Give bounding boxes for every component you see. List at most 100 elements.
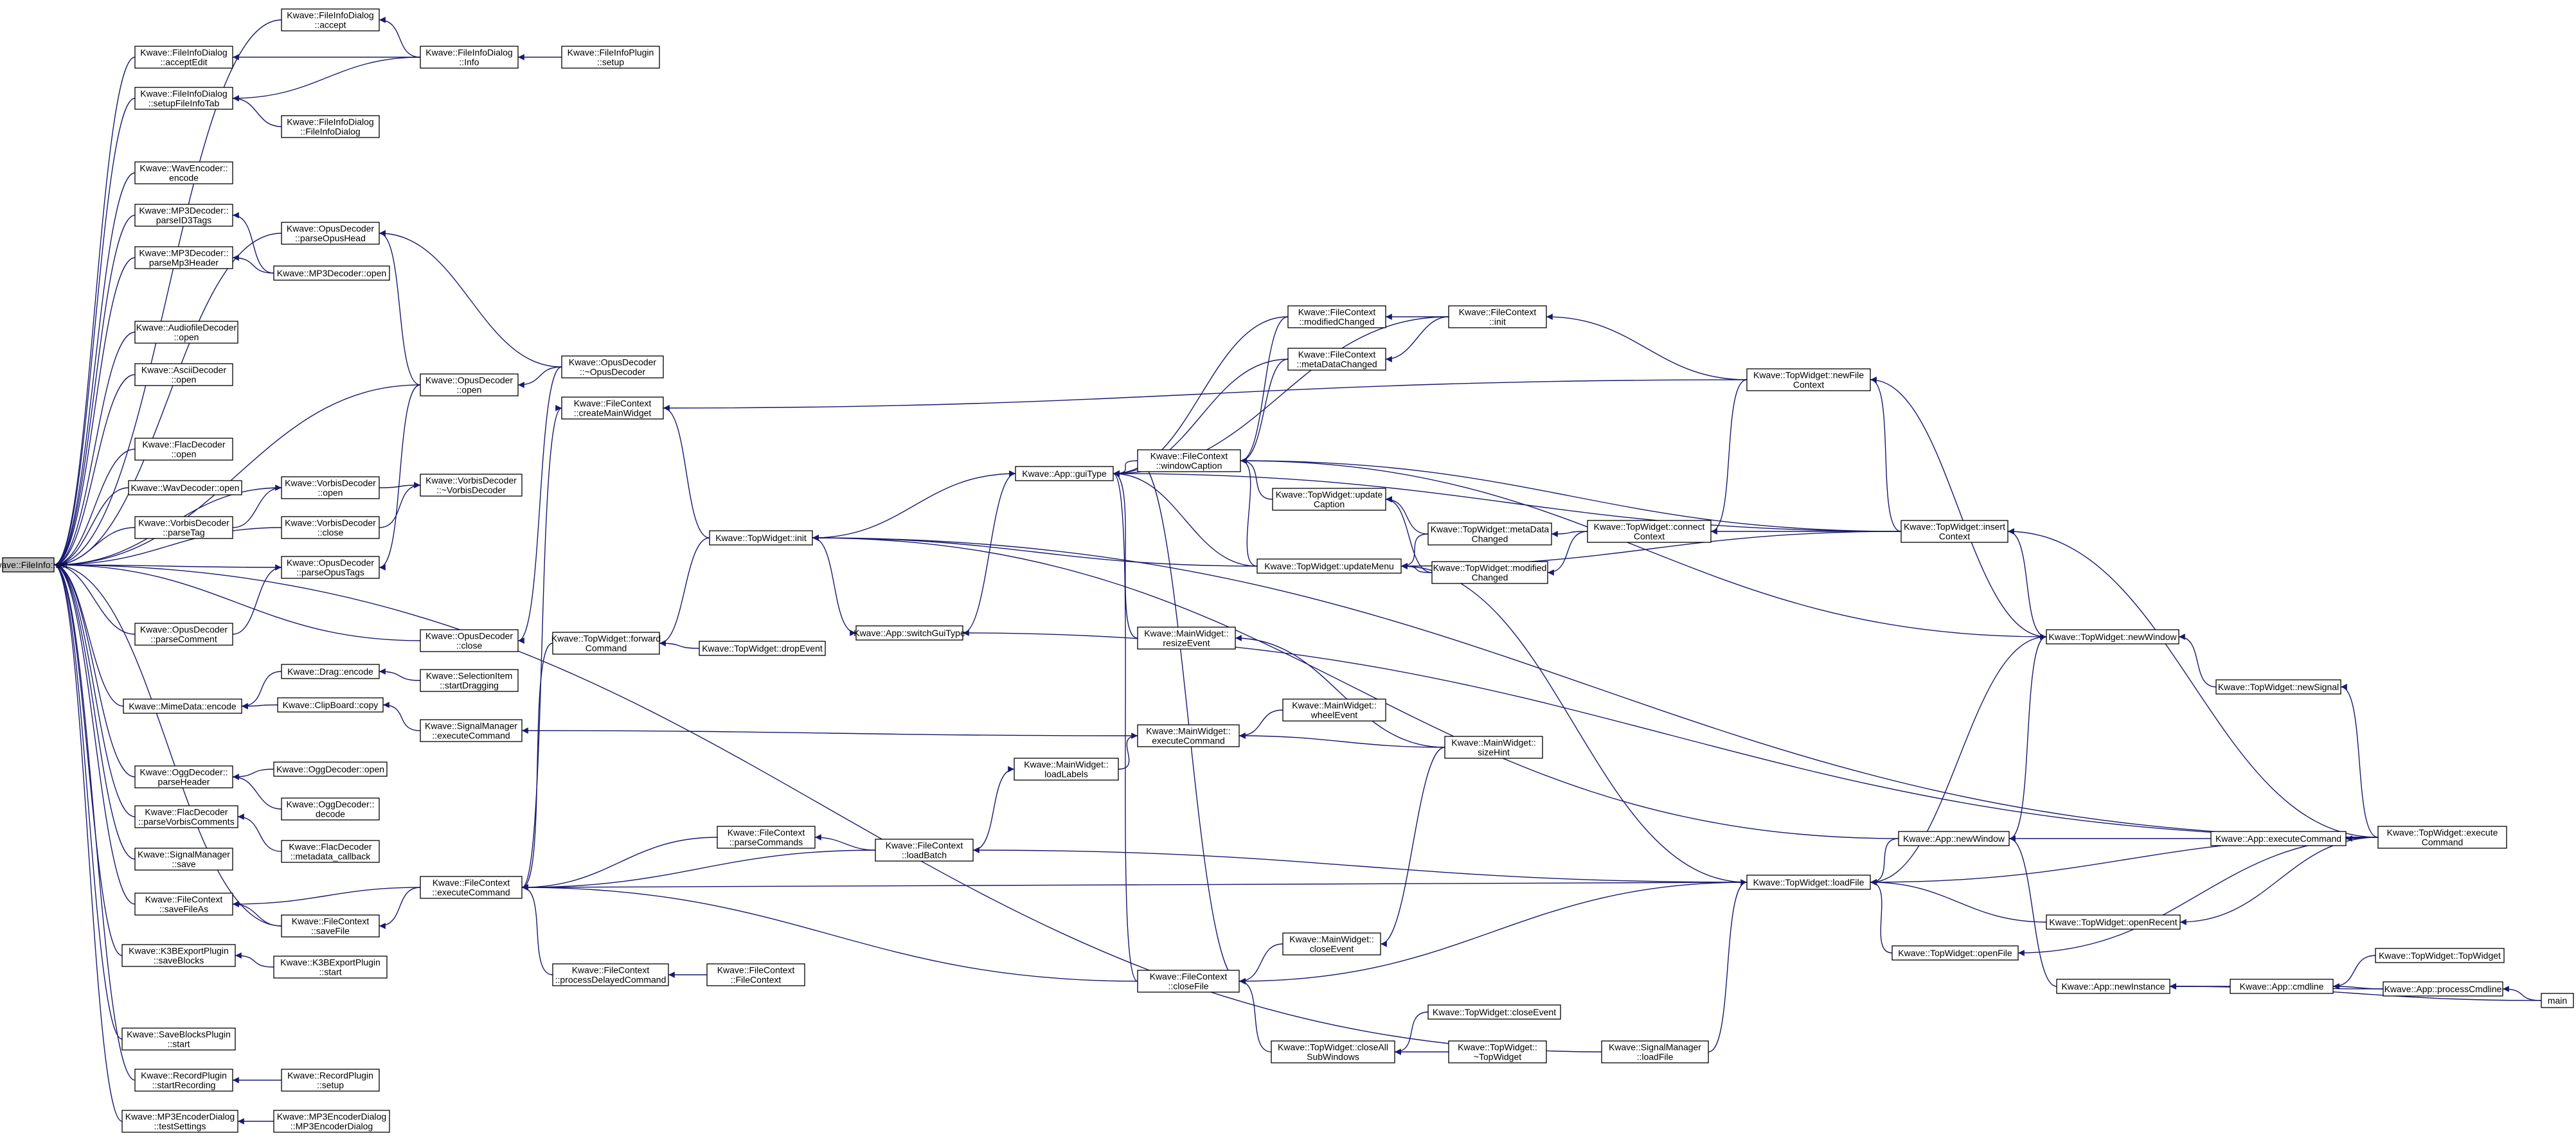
- graph-node[interactable]: Kwave::OggDecoder::parseHeader: [134, 765, 233, 788]
- graph-node[interactable]: Kwave::FileContext::init: [1448, 305, 1547, 328]
- node-label: ::startDragging: [440, 680, 499, 691]
- graph-node[interactable]: Kwave::TopWidget::closeEvent: [1427, 1004, 1561, 1020]
- graph-node[interactable]: Kwave::TopWidget::updateMenu: [1257, 558, 1402, 574]
- graph-node[interactable]: Kwave::TopWidget::modifiedChanged: [1431, 561, 1548, 584]
- graph-node[interactable]: Kwave::MP3EncoderDialog::MP3EncoderDialo…: [273, 1110, 390, 1133]
- graph-node[interactable]: Kwave::SignalManager::executeCommand: [420, 719, 523, 742]
- graph-node[interactable]: Kwave::FileContext::FileContext: [706, 963, 805, 986]
- graph-node[interactable]: Kwave::FileInfoDialog::FileInfoDialog: [281, 115, 380, 138]
- graph-node[interactable]: Kwave::TopWidget::loadFile: [1746, 875, 1871, 890]
- graph-node[interactable]: Kwave::WavDecoder::open: [128, 480, 242, 495]
- graph-node[interactable]: Kwave::FlacDecoder::metadata_callback: [281, 840, 380, 863]
- graph-node[interactable]: Kwave::App::guiType: [1015, 466, 1114, 481]
- graph-node[interactable]: Kwave::TopWidget::metaDataChanged: [1427, 522, 1552, 546]
- graph-node[interactable]: Kwave::TopWidget::newSignal: [2215, 679, 2341, 695]
- call-edge-n62-to-n61: [1385, 316, 1449, 362]
- graph-node[interactable]: Kwave::MP3Decoder::open: [273, 265, 390, 281]
- graph-node[interactable]: Kwave::VorbisDecoder::open: [281, 476, 380, 499]
- graph-node[interactable]: Kwave::App::cmdline: [2230, 979, 2334, 994]
- graph-node[interactable]: Kwave::FileContext::modifiedChanged: [1287, 305, 1386, 328]
- graph-node[interactable]: Kwave::VorbisDecoder::~VorbisDecoder: [420, 474, 523, 497]
- graph-node[interactable]: Kwave::AudiofileDecoder::open: [134, 321, 238, 344]
- graph-node[interactable]: Kwave::ClipBoard::copy: [277, 697, 384, 713]
- graph-node[interactable]: Kwave::TopWidget::newWindow: [2046, 629, 2179, 645]
- graph-node[interactable]: Kwave::MP3Decoder::parseID3Tags: [134, 204, 233, 227]
- graph-node[interactable]: Kwave::OpusDecoder::parseOpusHead: [281, 222, 380, 245]
- graph-node[interactable]: Kwave::FileContext::createMainWidget: [561, 396, 664, 420]
- call-edge-n48-to-n50: [521, 643, 553, 891]
- graph-node[interactable]: Kwave::Drag::encode: [281, 664, 380, 679]
- graph-node[interactable]: Kwave::FileContext::metaDataChanged: [1287, 348, 1386, 371]
- node-label: ::executeCommand: [432, 731, 510, 741]
- graph-node[interactable]: Kwave::FileContext::saveFile: [281, 914, 380, 938]
- graph-node[interactable]: Kwave::FileInfoDialog::acceptEdit: [134, 46, 233, 69]
- graph-node[interactable]: Kwave::OpusDecoder::close: [420, 629, 519, 652]
- graph-node[interactable]: Kwave::OpusDecoder::open: [420, 373, 519, 396]
- graph-node[interactable]: Kwave::FlacDecoder::parseVorbisComments: [134, 805, 238, 828]
- graph-node[interactable]: Kwave::K3BExportPlugin::start: [273, 956, 388, 979]
- graph-node[interactable]: Kwave::OggDecoder::open: [273, 761, 388, 777]
- graph-node[interactable]: Kwave::SelectionItem::startDragging: [420, 669, 519, 692]
- graph-node[interactable]: Kwave::TopWidget::dropEvent: [699, 641, 826, 656]
- graph-node[interactable]: Kwave::App::switchGuiType: [854, 625, 965, 641]
- graph-node[interactable]: Kwave::OggDecoder::decode: [281, 797, 380, 821]
- graph-node[interactable]: Kwave::AsciiDecoder::open: [134, 363, 233, 386]
- graph-node[interactable]: Kwave::App::processCmdline: [2383, 981, 2503, 997]
- graph-node[interactable]: Kwave::FileContext::windowCaption: [1137, 449, 1241, 472]
- graph-node[interactable]: Kwave::FileContext::processDelayedComman…: [552, 963, 669, 986]
- graph-node[interactable]: Kwave::SignalManager::loadFile: [1601, 1040, 1709, 1063]
- node-box: [2377, 826, 2507, 849]
- graph-node[interactable]: Kwave::FlacDecoder::open: [134, 438, 233, 461]
- node-box: [1587, 520, 1712, 543]
- graph-node[interactable]: Kwave::WavEncoder::encode: [134, 161, 233, 184]
- graph-node[interactable]: Kwave::MainWidget::loadLabels: [1014, 758, 1119, 781]
- graph-node[interactable]: Kwave::SignalManager::save: [134, 848, 233, 871]
- graph-node[interactable]: Kwave::VorbisDecoder::parseTag: [134, 516, 233, 539]
- graph-node[interactable]: Kwave::TopWidget::~TopWidget: [1448, 1040, 1547, 1063]
- graph-node[interactable]: Kwave::OpusDecoder::parseComment: [134, 623, 233, 646]
- graph-node[interactable]: Kwave::TopWidget::openRecent: [2046, 914, 2181, 930]
- graph-node[interactable]: Kwave::FileContext::saveFileAs: [134, 893, 233, 916]
- graph-node[interactable]: Kwave::MainWidget::sizeHint: [1444, 736, 1543, 759]
- graph-node[interactable]: Kwave::TopWidget::executeCommand: [2377, 826, 2507, 849]
- graph-node[interactable]: Kwave::OpusDecoder::parseOpusTags: [281, 556, 380, 579]
- graph-node[interactable]: Kwave::App::executeCommand: [2210, 831, 2347, 846]
- graph-node[interactable]: Kwave::App::newWindow: [1898, 831, 2010, 846]
- node-box: [273, 956, 388, 979]
- graph-node[interactable]: Kwave::TopWidget::init: [709, 530, 813, 546]
- graph-node[interactable]: Kwave::MP3EncoderDialog::testSettings: [121, 1110, 238, 1133]
- graph-node[interactable]: Kwave::FileInfoDialog::setupFileInfoTab: [134, 87, 233, 110]
- graph-root-node[interactable]: Kwave::FileInfo::set: [0, 557, 67, 573]
- graph-node[interactable]: Kwave::FileContext::loadBatch: [875, 839, 974, 862]
- graph-node[interactable]: Kwave::K3BExportPlugin::saveBlocks: [121, 944, 236, 967]
- graph-node[interactable]: Kwave::TopWidget::openFile: [1892, 945, 2019, 961]
- call-edge-n6-to-n1: [53, 98, 136, 568]
- graph-node[interactable]: Kwave::OpusDecoder::~OpusDecoder: [561, 355, 664, 378]
- graph-node[interactable]: main: [2541, 993, 2574, 1008]
- graph-node[interactable]: Kwave::MainWidget::executeCommand: [1137, 724, 1240, 747]
- graph-node[interactable]: Kwave::MainWidget::closeEvent: [1282, 932, 1381, 956]
- graph-node[interactable]: Kwave::VorbisDecoder::close: [281, 516, 380, 539]
- graph-node[interactable]: Kwave::RecordPlugin::startRecording: [134, 1069, 233, 1092]
- graph-node[interactable]: Kwave::MP3Decoder::parseMp3Header: [134, 246, 233, 269]
- graph-node[interactable]: Kwave::MimeData::encode: [123, 698, 242, 714]
- graph-node[interactable]: Kwave::MainWidget::resizeEvent: [1137, 627, 1236, 650]
- graph-node[interactable]: Kwave::FileInfoPlugin::setup: [561, 46, 660, 69]
- graph-node[interactable]: Kwave::RecordPlugin::setup: [281, 1069, 380, 1092]
- graph-node[interactable]: Kwave::FileContext::closeFile: [1137, 970, 1240, 993]
- graph-node[interactable]: Kwave::TopWidget::TopWidget: [2375, 948, 2505, 963]
- graph-node[interactable]: Kwave::FileContext::executeCommand: [420, 876, 523, 899]
- graph-node[interactable]: Kwave::FileContext::parseCommands: [717, 826, 816, 849]
- graph-node[interactable]: Kwave::SaveBlocksPlugin::start: [121, 1027, 236, 1051]
- graph-node[interactable]: Kwave::FileInfoDialog::accept: [281, 8, 380, 31]
- node-box: [709, 530, 813, 546]
- graph-node[interactable]: Kwave::App::newInstance: [2056, 979, 2170, 994]
- graph-node[interactable]: Kwave::FileInfoDialog::Info: [420, 46, 519, 69]
- graph-node[interactable]: Kwave::MainWidget::wheelEvent: [1282, 698, 1386, 722]
